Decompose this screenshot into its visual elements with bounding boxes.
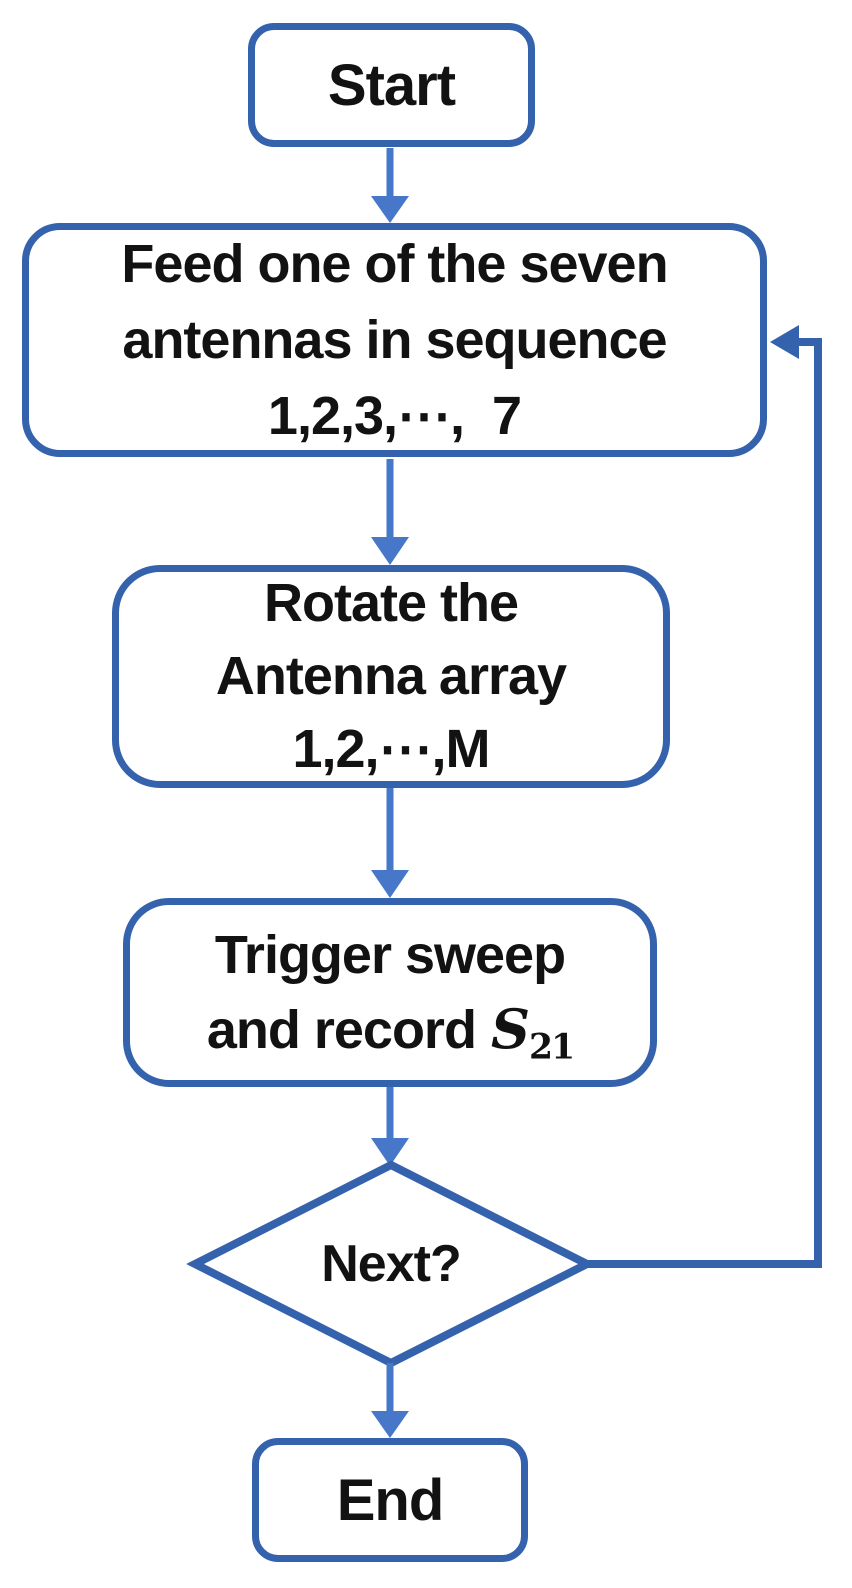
rotate-line-2: Antenna array (215, 646, 567, 706)
end-label: End (336, 1467, 445, 1533)
node-end: End (252, 1438, 528, 1562)
arrow-decision-to-end (371, 1363, 409, 1438)
node-feed-antennas: Feed one of the seven antennas in sequen… (22, 223, 767, 457)
arrow-feed-to-rotate (371, 459, 409, 565)
node-rotate-array: Rotate the Antenna array 1,2,⋯,M (112, 565, 670, 788)
arrow-rotate-to-trigger (371, 786, 409, 898)
start-label: Start (327, 52, 456, 118)
decision-label-text: Next? (321, 1235, 461, 1293)
feed-line-1: Feed one of the seven (121, 234, 668, 294)
trigger-line-2-text: and record (206, 1000, 477, 1060)
arrow-trigger-to-decision (371, 1085, 409, 1166)
feed-line-3: 1,2,3,⋯, 7 (267, 386, 522, 446)
feed-line-2: antennas in sequence (122, 310, 667, 370)
trigger-line-1: Trigger sweep (214, 925, 566, 985)
s21-math-symbol: S21 (491, 997, 575, 1068)
rotate-line-3: 1,2,⋯,M (292, 719, 490, 779)
node-start: Start (248, 23, 535, 147)
arrow-start-to-feed (371, 148, 409, 223)
node-decision-next: Next? (195, 1214, 587, 1314)
rotate-line-1: Rotate the (263, 573, 519, 633)
feedback-loop-decision-to-feed (585, 325, 822, 1268)
